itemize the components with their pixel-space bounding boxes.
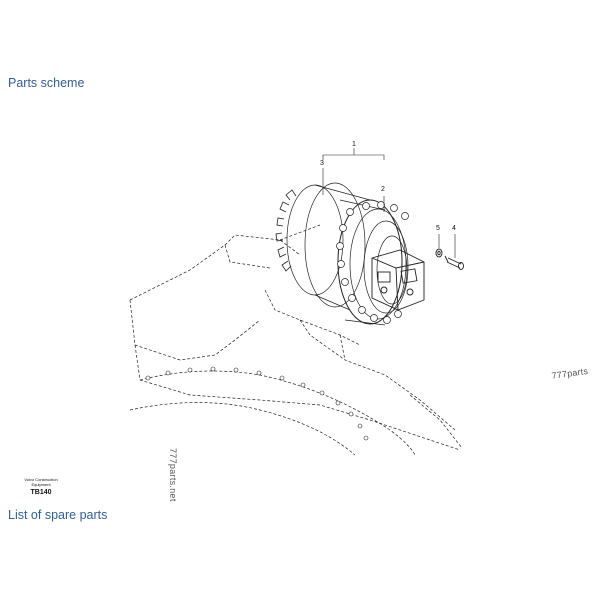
motor-valve-block	[371, 249, 425, 311]
callout-5: 5	[436, 225, 440, 232]
sprocket-teeth	[275, 189, 297, 272]
title-block: Volvo Construction Equipment TB140	[18, 477, 64, 496]
callout-leaders	[322, 148, 456, 258]
motor-flange-bolts	[336, 201, 409, 324]
callout-3: 3	[320, 160, 324, 167]
travel-motor-body	[286, 182, 409, 326]
callout-1: 1	[352, 141, 356, 148]
parts-scheme-link[interactable]: Parts scheme	[8, 76, 85, 90]
machine-frame-outline	[129, 224, 463, 456]
spare-parts-link[interactable]: List of spare parts	[8, 508, 108, 522]
watermark-vertical: 777parts.net	[168, 448, 178, 502]
title-block-code: TB140	[30, 489, 52, 496]
callout-4: 4	[452, 225, 456, 232]
callout-2: 2	[381, 186, 385, 193]
frame-bolt-holes	[145, 366, 369, 441]
title-block-brand-line2: Equipment	[31, 481, 51, 487]
title-block-brand-line1: Volvo Construction	[24, 477, 58, 482]
bolt-part	[444, 255, 464, 270]
washer-part	[435, 248, 443, 258]
